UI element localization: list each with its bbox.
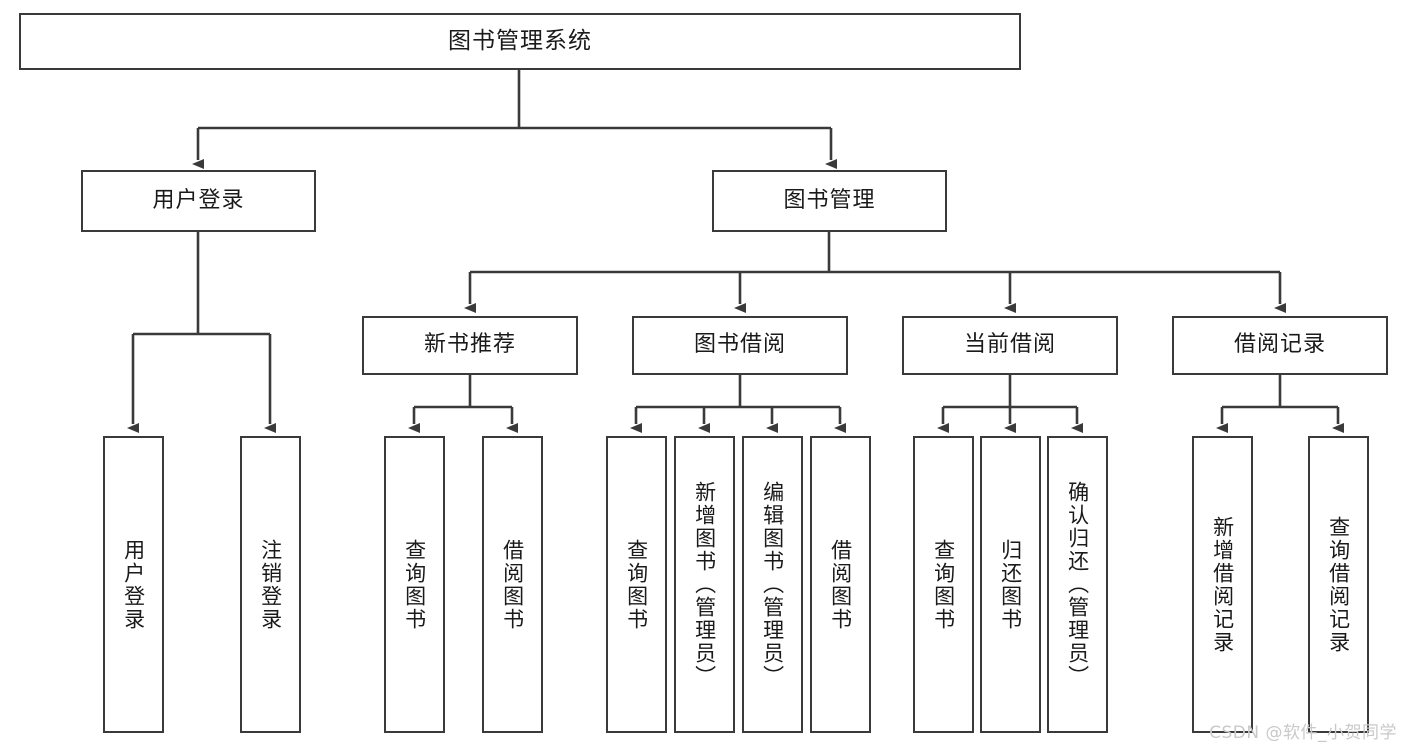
node-label: 查询图书 (931, 538, 956, 631)
node-leaf-query-book-1[interactable]: 查询图书 (384, 436, 445, 733)
node-leaf-add-borrow-record[interactable]: 新增借阅记录 (1192, 436, 1253, 733)
node-leaf-add-book-admin[interactable]: 新增图书（管理员） (674, 436, 735, 733)
node-book-borrow[interactable]: 图书借阅 (632, 316, 848, 375)
node-label: 确认归还（管理员） (1065, 481, 1090, 688)
node-root-system[interactable]: 图书管理系统 (19, 13, 1021, 70)
node-label: 新增图书（管理员） (692, 481, 717, 688)
node-label: 查询借阅记录 (1326, 515, 1351, 654)
node-label: 借阅图书 (500, 538, 525, 631)
node-label: 查询图书 (624, 538, 649, 631)
node-leaf-query-borrow-record[interactable]: 查询借阅记录 (1308, 436, 1369, 733)
node-leaf-confirm-return-admin[interactable]: 确认归还（管理员） (1047, 436, 1108, 733)
watermark-text: CSDN @软件_小贺同学 (1209, 723, 1397, 743)
node-leaf-logout-login[interactable]: 注销登录 (240, 436, 301, 733)
node-label: 图书借阅 (693, 332, 786, 358)
node-label: 注销登录 (258, 538, 283, 631)
node-user-login[interactable]: 用户登录 (81, 170, 316, 232)
node-current-borrow[interactable]: 当前借阅 (902, 316, 1118, 375)
node-leaf-query-book-2[interactable]: 查询图书 (606, 436, 667, 733)
node-label: 新增借阅记录 (1210, 515, 1235, 654)
node-leaf-query-book-3[interactable]: 查询图书 (913, 436, 974, 733)
node-leaf-borrow-book-1[interactable]: 借阅图书 (482, 436, 543, 733)
node-label: 图书管理系统 (448, 27, 592, 54)
node-label: 编辑图书（管理员） (760, 481, 785, 688)
node-label: 查询图书 (402, 538, 427, 631)
node-label: 借阅图书 (828, 538, 853, 631)
node-label: 借阅记录 (1233, 332, 1326, 358)
node-label: 当前借阅 (963, 332, 1056, 358)
node-label: 归还图书 (998, 538, 1023, 631)
node-borrow-record[interactable]: 借阅记录 (1172, 316, 1388, 375)
node-label: 新书推荐 (423, 332, 516, 358)
node-leaf-edit-book-admin[interactable]: 编辑图书（管理员） (742, 436, 803, 733)
node-label: 图书管理 (783, 187, 876, 213)
node-leaf-borrow-book-2[interactable]: 借阅图书 (810, 436, 871, 733)
node-new-book-recommend[interactable]: 新书推荐 (362, 316, 578, 375)
node-leaf-user-login[interactable]: 用户登录 (103, 436, 164, 733)
node-leaf-return-book[interactable]: 归还图书 (980, 436, 1041, 733)
node-book-manage[interactable]: 图书管理 (712, 170, 947, 232)
node-label: 用户登录 (121, 538, 146, 631)
node-label: 用户登录 (152, 187, 245, 213)
